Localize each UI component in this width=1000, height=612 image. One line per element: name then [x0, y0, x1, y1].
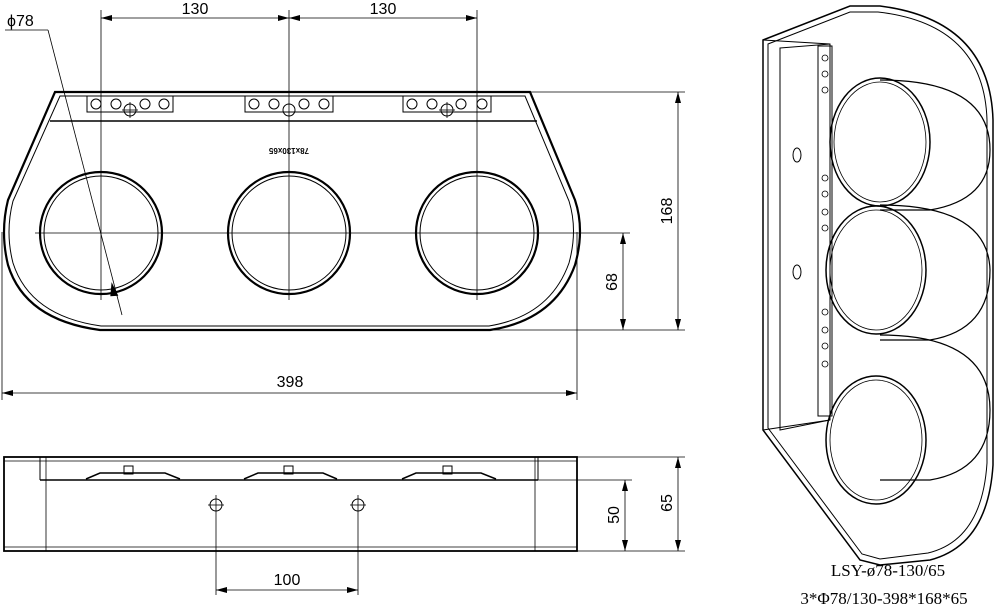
- overall-width-label: 398: [277, 374, 304, 391]
- total-depth-label: 65: [659, 494, 676, 512]
- overall-height-label: 168: [659, 198, 676, 225]
- hole-center-height-dimension: [620, 233, 626, 330]
- mount-hole-left: [208, 495, 224, 595]
- overall-width-dimension: [1, 232, 578, 400]
- model-code-label: LSY-ø78-130/65: [831, 561, 945, 580]
- iso-inner-face: [779, 43, 831, 431]
- terminal-block-right: [402, 95, 492, 118]
- diameter-label: ϕ78: [7, 13, 34, 30]
- spacing-right-label: 130: [370, 1, 397, 18]
- isometric-view: [762, 5, 994, 566]
- spacing-dimension: [101, 15, 477, 21]
- iso-terminal-strip: [817, 45, 833, 417]
- spec-code-label: 3*Φ78/130-398*168*65: [800, 589, 967, 608]
- spacing-left-label: 130: [182, 1, 209, 18]
- center-lines: [35, 10, 630, 300]
- iso-terminal-screws: [821, 54, 829, 368]
- iso-outer-shell: [762, 5, 994, 566]
- side-terminal-left: [85, 465, 181, 480]
- mount-spacing-label: 100: [274, 572, 301, 589]
- iso-hole-top: [829, 77, 991, 211]
- side-body: [3, 456, 578, 552]
- mount-spacing-dimension: [216, 587, 358, 593]
- terminal-block-left: [86, 95, 174, 118]
- side-terminal-center: [243, 465, 338, 480]
- iso-mount-hole-bottom: [792, 264, 802, 280]
- front-body-inner: [8, 95, 574, 327]
- hole-center-height-label: 68: [604, 273, 621, 291]
- base-height-label: 50: [606, 506, 623, 524]
- front-view: 78x130x65 ϕ78: [1, 1, 685, 400]
- mount-hole-right: [350, 495, 366, 595]
- side-terminal-right: [401, 465, 497, 480]
- iso-hole-middle: [825, 204, 991, 341]
- side-view: 100 50 65: [3, 456, 685, 595]
- iso-hole-bottom: [825, 334, 991, 505]
- overall-height-dimension: [490, 91, 685, 331]
- iso-mount-hole-top: [792, 147, 802, 163]
- front-body-outline: [2, 90, 582, 332]
- diameter-leader: [5, 29, 123, 316]
- depth-dimensions: [538, 456, 685, 552]
